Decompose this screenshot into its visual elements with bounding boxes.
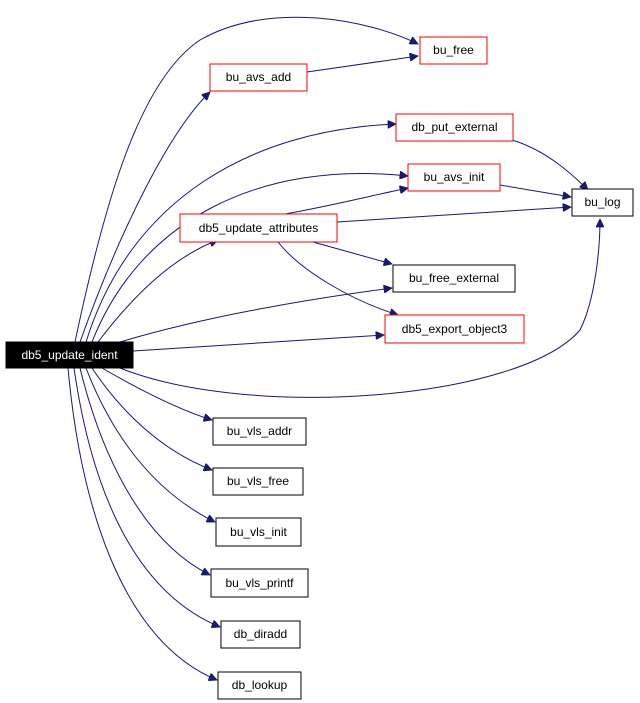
node-label: db5_update_ident <box>21 348 118 362</box>
node-bu-vls-addr[interactable]: bu_vls_addr <box>212 417 307 446</box>
edge-root-to-bu-avs-init <box>91 173 408 343</box>
edge-root-to-bu-free-external <box>119 288 392 343</box>
node-bu-avs-add[interactable]: bu_avs_add <box>209 63 308 92</box>
edge-root-to-bu-vls-printf <box>79 367 210 576</box>
node-db-put-external[interactable]: db_put_external <box>395 113 514 142</box>
edge-root-to-db-put-external <box>85 124 396 343</box>
node-bu-log[interactable]: bu_log <box>571 188 634 217</box>
node-label: bu_avs_init <box>424 170 485 184</box>
node-label: bu_vls_free <box>227 474 289 488</box>
edge-bu-avs-add-to-bu-free <box>306 56 418 73</box>
edge-root-to-bu-vls-init <box>85 367 215 522</box>
node-bu-vls-printf[interactable]: bu_vls_printf <box>210 568 309 598</box>
node-label: db5_update_attributes <box>199 221 318 235</box>
node-label: bu_vls_printf <box>225 576 294 590</box>
node-label: db5_export_object3 <box>402 322 508 336</box>
edge-db5-update-attributes-to-bu-free-external <box>312 241 392 264</box>
node-label: bu_vls_addr <box>227 424 292 438</box>
edge-root-to-bu-avs-add <box>79 92 210 343</box>
node-label: bu_vls_init <box>230 525 287 539</box>
node-label: bu_free <box>433 43 474 57</box>
node-bu-avs-init[interactable]: bu_avs_init <box>407 163 501 192</box>
node-db5-update-ident[interactable]: db5_update_ident <box>5 341 134 369</box>
node-label: bu_free_external <box>409 271 499 285</box>
node-db5-export-object3[interactable]: db5_export_object3 <box>384 314 525 344</box>
edge-root-to-bu-log <box>119 219 600 398</box>
node-label: db_put_external <box>411 120 497 134</box>
node-label: db_diradd <box>234 627 287 641</box>
node-db-diradd[interactable]: db_diradd <box>220 620 301 649</box>
edge-root-to-db5-export-object3 <box>132 335 384 352</box>
node-label: db_lookup <box>232 678 288 692</box>
edge-root-to-bu-vls-free <box>91 367 212 470</box>
edge-root-to-db5-update-attributes <box>97 240 218 343</box>
node-bu-vls-init[interactable]: bu_vls_init <box>215 517 302 547</box>
edge-root-to-bu-vls-addr <box>101 367 212 420</box>
edge-db5-update-attributes-to-bu-avs-init <box>284 188 408 215</box>
edge-db5-update-attributes-to-db5-export-object3 <box>277 241 398 315</box>
edge-bu-avs-init-to-bu-log <box>499 184 571 197</box>
nodes: db5_update_ident bu_free bu_avs_add db_p… <box>5 36 634 700</box>
edge-root-to-bu-free <box>74 16 418 343</box>
edge-root-to-db-lookup <box>67 367 217 680</box>
node-bu-vls-free[interactable]: bu_vls_free <box>212 467 304 496</box>
node-db5-update-attributes[interactable]: db5_update_attributes <box>179 213 338 243</box>
edges <box>67 16 600 680</box>
node-bu-free-external[interactable]: bu_free_external <box>392 264 516 293</box>
node-label: bu_log <box>584 195 620 209</box>
node-label: bu_avs_add <box>226 70 291 84</box>
edge-db-put-external-to-bu-log <box>511 139 588 190</box>
node-db-lookup[interactable]: db_lookup <box>217 671 302 700</box>
edge-db5-update-attributes-to-bu-log <box>336 207 571 223</box>
edge-root-to-db-diradd <box>73 367 220 627</box>
node-bu-free[interactable]: bu_free <box>419 36 488 65</box>
